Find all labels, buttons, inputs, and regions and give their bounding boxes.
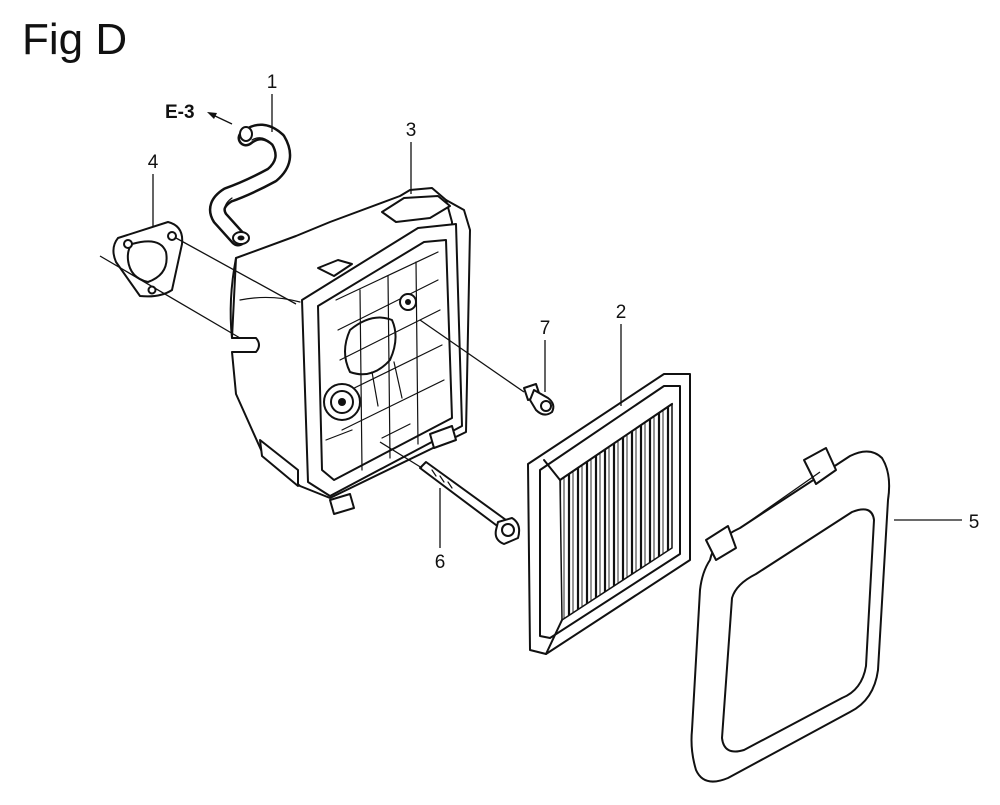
figure-title: Fig D xyxy=(22,15,128,64)
callout-label: 4 xyxy=(148,152,159,173)
assembly-lines xyxy=(99,237,821,529)
callout-6: 6 xyxy=(435,488,446,573)
air-filter-element xyxy=(527,373,691,655)
reference-label: E-3 xyxy=(165,102,195,123)
callout-label: 5 xyxy=(969,512,980,533)
gasket xyxy=(112,221,184,298)
air-cleaner-case xyxy=(229,187,471,515)
callout-4: 4 xyxy=(148,152,159,226)
callout-label: 7 xyxy=(540,318,551,339)
air-cleaner-cover xyxy=(690,447,891,783)
callout-2: 2 xyxy=(616,302,627,406)
callout-5: 5 xyxy=(894,512,979,533)
reference-arrow xyxy=(207,112,233,125)
callout-1: 1 xyxy=(267,72,278,132)
callout-label: 6 xyxy=(435,552,446,573)
callout-7: 7 xyxy=(540,318,551,392)
callout-3: 3 xyxy=(406,120,417,194)
callout-label: 3 xyxy=(406,120,417,141)
small-bolt xyxy=(523,383,555,416)
callout-label: 2 xyxy=(616,302,627,323)
long-bolt xyxy=(419,461,521,545)
breather-hose xyxy=(208,123,292,247)
callout-label: 1 xyxy=(267,72,278,93)
